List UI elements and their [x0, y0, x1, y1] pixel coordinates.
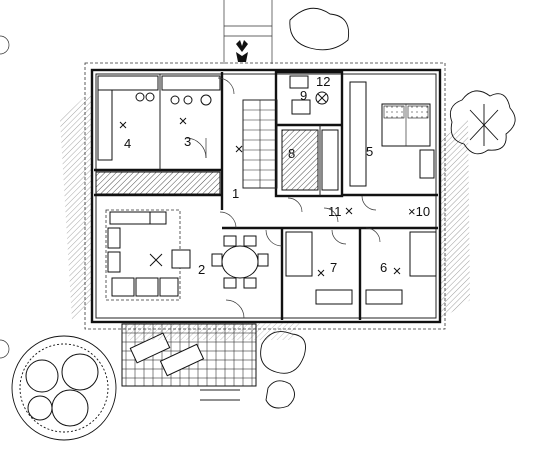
kitchen-counters: [97, 75, 221, 161]
dining-table: [211, 235, 269, 289]
room-label-10: ×10: [408, 204, 430, 219]
entrance-walkway: [223, 0, 273, 64]
room-number-labels: 1 2 3 4 5 6 7 8 9 ×10 11 12: [124, 74, 430, 277]
child-bedroom-furniture: [285, 231, 437, 319]
entrance-plant-icon: [236, 40, 248, 62]
room-label-4: 4: [124, 136, 131, 151]
interior-walls: [94, 70, 438, 320]
room-label-11: 11: [328, 204, 342, 219]
room-label-8: 8: [288, 146, 295, 161]
room-markers: [119, 117, 401, 277]
bathroom-fixtures: [281, 75, 339, 191]
room-label-7: 7: [330, 260, 337, 275]
shrub-icon: [260, 7, 516, 409]
living-room-furniture: [105, 209, 191, 301]
binder-holes: [0, 35, 10, 359]
room-label-6: 6: [380, 260, 387, 275]
room-label-3: 3: [184, 134, 191, 149]
room-label-5: 5: [366, 144, 373, 159]
storage-wall: [95, 171, 221, 195]
room-label-12: 12: [316, 74, 330, 89]
master-bed: [349, 81, 435, 187]
ground-hatching: [60, 90, 470, 340]
room-label-9: 9: [300, 88, 307, 103]
tree-icon: [11, 335, 117, 441]
door-swings: [185, 77, 381, 319]
room-label-1: 1: [232, 186, 239, 201]
room-label-2: 2: [198, 262, 205, 277]
staircase: [242, 99, 278, 189]
